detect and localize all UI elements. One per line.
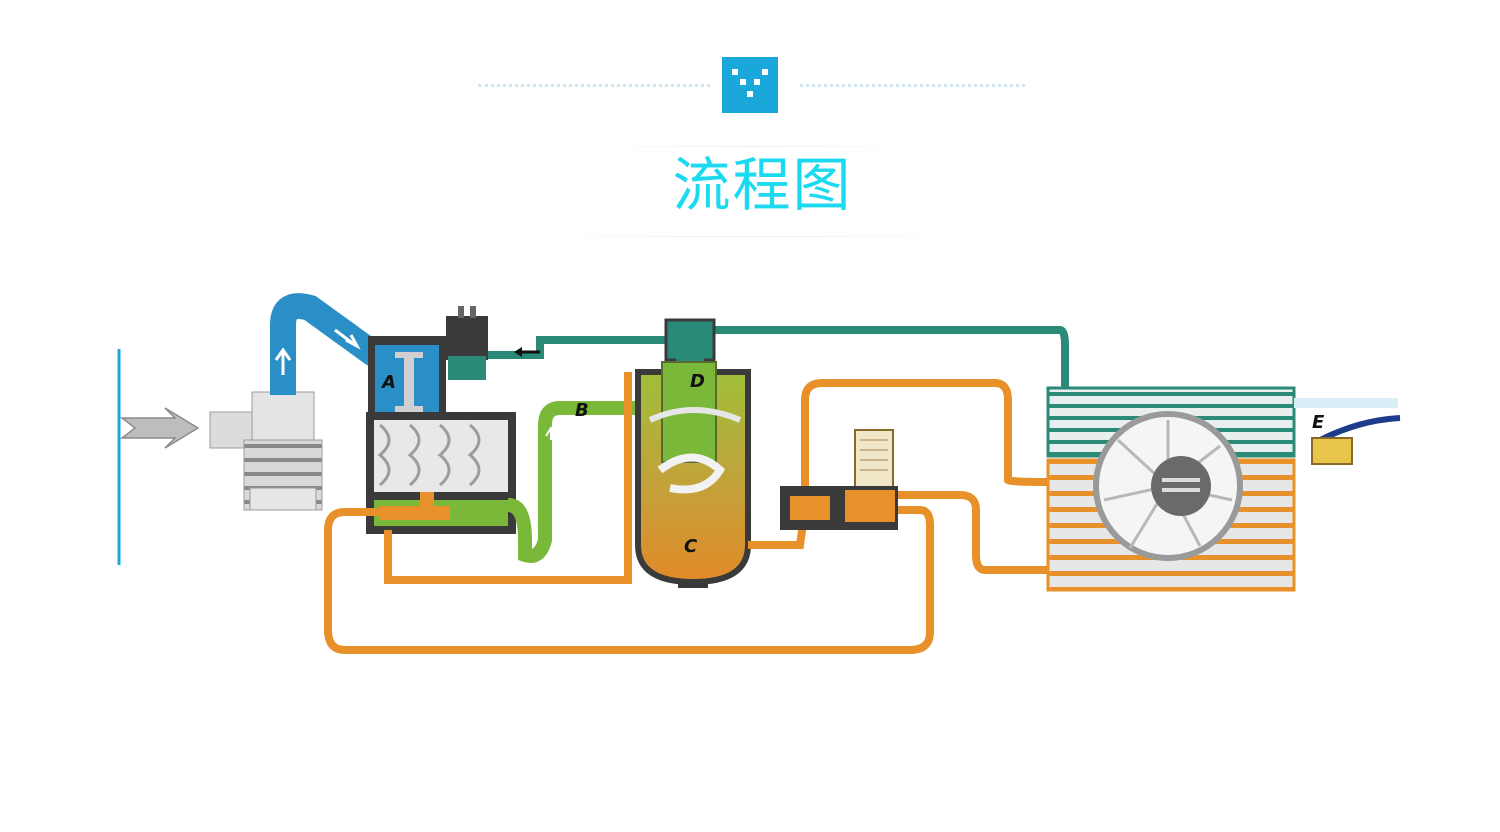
oil-filter-icon [780,429,898,530]
inlet-valve-solenoid-icon [446,306,488,380]
air-inlet-arrow-icon [119,407,200,449]
page-title: 流程图 [672,151,853,219]
title-divider-bottom [520,236,980,237]
label-d: D [690,371,705,392]
air-inlet-hose [270,293,383,395]
compressed-air-pipe [488,326,1069,388]
label-b: B [575,400,589,421]
section-badge-icon [722,57,778,113]
outlet-valve-icon [1294,398,1401,465]
air-filter-icon [209,391,323,511]
label-c: C [684,536,698,557]
title-divider-top [590,146,920,147]
label-a: A [380,372,396,393]
decorative-dotted-line-left [478,84,710,87]
oil-separator-tank-icon [635,318,751,588]
decorative-dotted-line-right [800,84,1025,87]
oil-circuit-pipes [324,372,1049,654]
label-e: E [1312,412,1325,433]
oil-return-pipe [507,401,690,563]
compressor-element-icon [366,336,516,534]
cooler-icon [1046,386,1296,592]
